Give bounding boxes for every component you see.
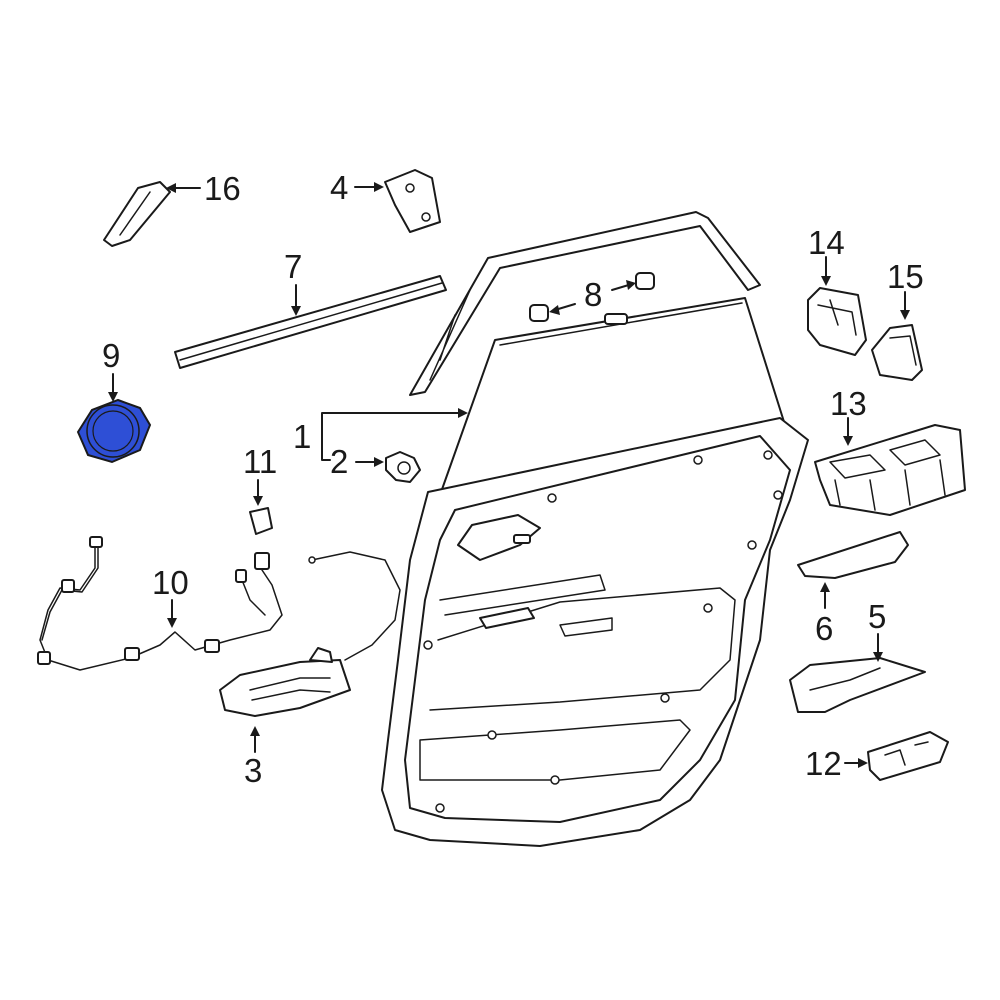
- part-12-handle-bracket[interactable]: 12: [805, 731, 949, 782]
- callout-8: 8: [584, 276, 602, 313]
- part-14-window-switch[interactable]: 14: [807, 224, 867, 356]
- callout-13: 13: [830, 385, 867, 422]
- callout-6: 6: [815, 610, 833, 647]
- speaker-highlight: [76, 398, 152, 464]
- part-1-2-glass-fastener[interactable]: 1 2: [293, 408, 468, 483]
- callout-15: 15: [887, 258, 924, 295]
- part-10-wire-harness[interactable]: 10: [37, 536, 283, 671]
- part-15-switch[interactable]: 15: [871, 258, 924, 381]
- callout-7: 7: [284, 248, 302, 285]
- part-4-bracket[interactable]: 4: [330, 169, 441, 233]
- part-13-switch-bezel[interactable]: 13: [814, 385, 966, 516]
- callout-16: 16: [204, 170, 241, 207]
- door-shell: [381, 211, 809, 847]
- part-16-handle-cover[interactable]: 16: [103, 170, 241, 247]
- part-5-armrest-cover[interactable]: 5: [789, 598, 926, 713]
- part-9-speaker[interactable]: 9: [76, 337, 152, 464]
- part-3-inside-handle[interactable]: 3: [219, 551, 401, 789]
- part-8-bumpers[interactable]: 8: [529, 272, 655, 322]
- callout-1: 1: [293, 418, 311, 455]
- callout-14: 14: [808, 224, 845, 261]
- callout-4: 4: [330, 169, 348, 206]
- callout-3: 3: [244, 752, 262, 789]
- callout-10: 10: [152, 564, 189, 601]
- part-11-connector[interactable]: 11: [243, 443, 277, 535]
- callout-9: 9: [102, 337, 120, 374]
- part-7-belt-molding[interactable]: 7: [174, 248, 447, 369]
- callout-12: 12: [805, 745, 842, 782]
- callout-5: 5: [868, 598, 886, 635]
- part-6-trim-strip[interactable]: 6: [797, 531, 909, 647]
- callout-11: 11: [243, 443, 277, 480]
- callout-2: 2: [330, 443, 348, 480]
